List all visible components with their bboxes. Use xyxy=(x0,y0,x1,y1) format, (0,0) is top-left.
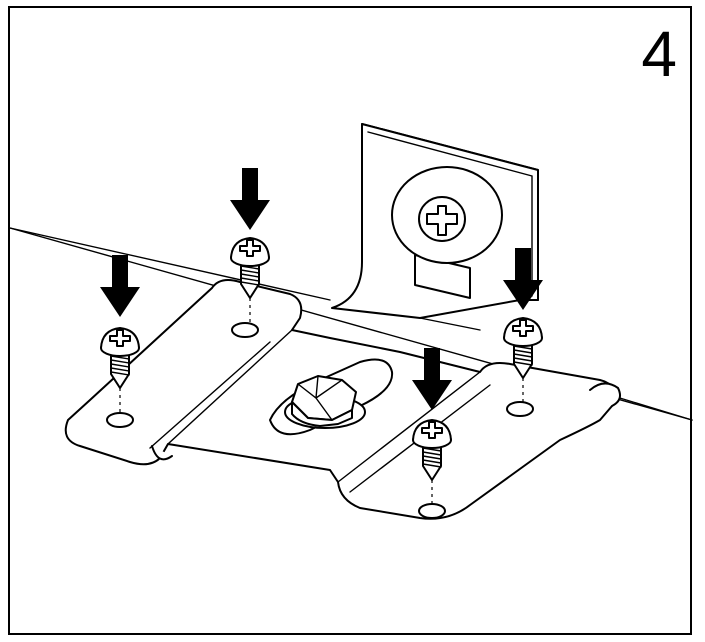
down-arrow-icon xyxy=(412,348,452,410)
screw-left xyxy=(100,255,140,414)
screw-front xyxy=(412,348,452,505)
step-number: 4 xyxy=(641,18,677,90)
wall-plate xyxy=(331,123,539,319)
down-arrow-icon xyxy=(503,248,543,310)
screw-upper-left xyxy=(230,168,270,324)
down-arrow-icon xyxy=(100,255,140,317)
down-arrow-icon xyxy=(230,168,270,230)
illustration-frame xyxy=(8,6,692,635)
screw-right xyxy=(503,248,543,403)
hex-bolt xyxy=(284,375,366,429)
